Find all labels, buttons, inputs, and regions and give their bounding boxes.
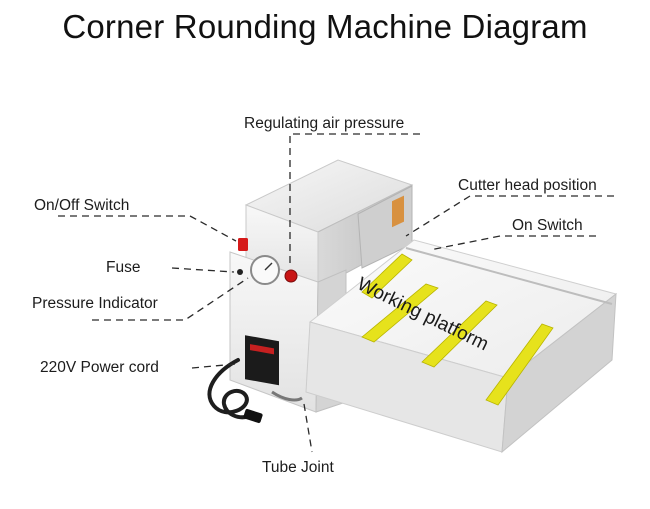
label-pressure-indicator: Pressure Indicator — [32, 295, 158, 312]
leader-lines — [58, 133, 614, 453]
label-on-off-switch: On/Off Switch — [34, 197, 129, 214]
air-knob-icon — [284, 269, 298, 283]
label-fuse: Fuse — [106, 259, 140, 276]
label-power-cord: 220V Power cord — [40, 359, 159, 376]
fuse-icon — [237, 269, 243, 275]
on-off-switch-icon — [238, 238, 248, 251]
label-on-switch: On Switch — [512, 217, 583, 234]
diagram-title: Corner Rounding Machine Diagram — [62, 8, 588, 45]
label-plate — [245, 335, 279, 386]
air-tube — [271, 390, 303, 402]
working-platform — [305, 239, 618, 454]
label-regulating-air-pressure: Regulating air pressure — [244, 115, 404, 132]
control-panel — [237, 238, 298, 386]
power-cord — [207, 358, 252, 420]
label-cutter-head-position: Cutter head position — [458, 177, 597, 194]
label-tube-joint: Tube Joint — [262, 459, 334, 476]
power-plug-icon — [243, 408, 263, 424]
